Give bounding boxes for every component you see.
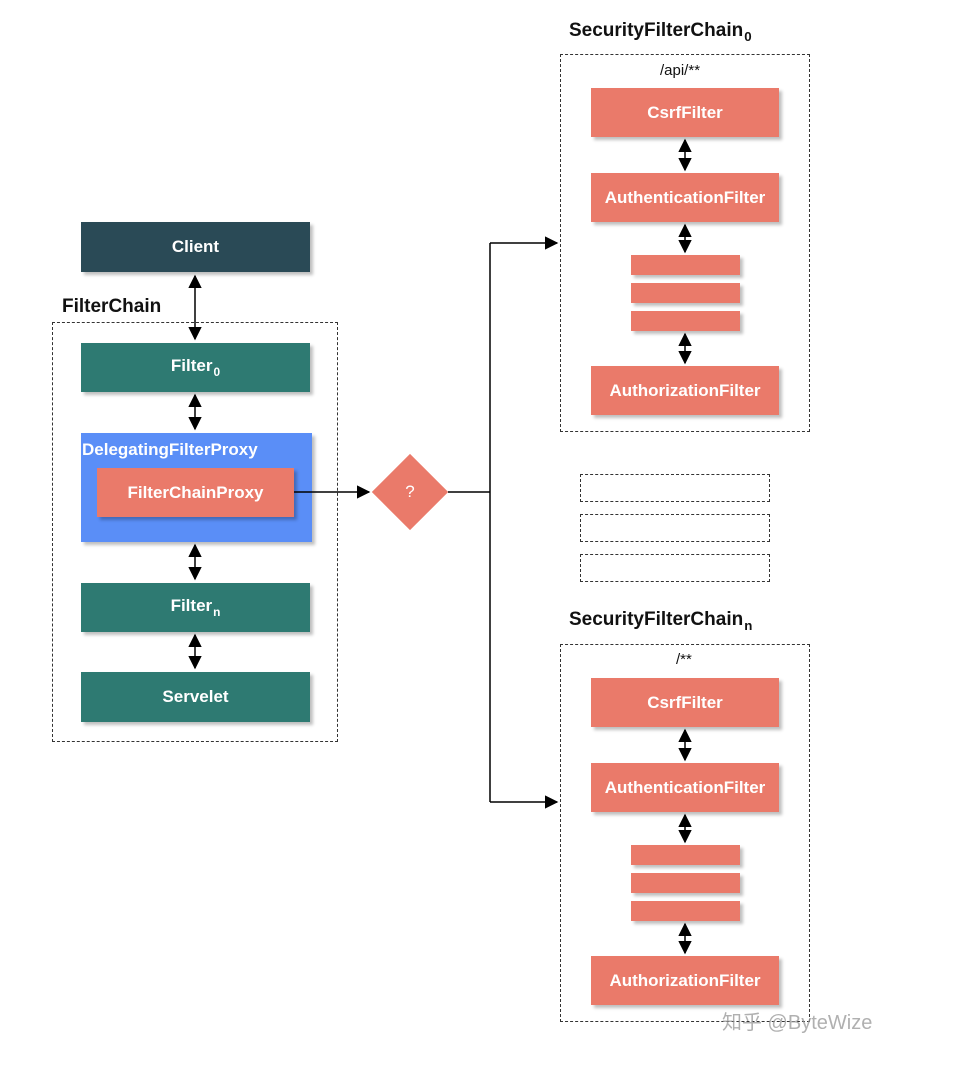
filter-0-box: Filter0 bbox=[81, 343, 310, 392]
decision-diamond: ? bbox=[371, 453, 449, 531]
filter-placeholder-n-c bbox=[631, 901, 740, 921]
authorization-filter-label-n: AuthorizationFilter bbox=[609, 970, 761, 990]
filter-chain-proxy-box: FilterChainProxy bbox=[97, 468, 294, 517]
authentication-filter-box-n: AuthenticationFilter bbox=[591, 763, 779, 812]
csrf-filter-label-0: CsrfFilter bbox=[647, 102, 723, 122]
authorization-filter-box-0: AuthorizationFilter bbox=[591, 366, 779, 415]
watermark: 知乎 @ByteWize bbox=[722, 1012, 873, 1034]
filter-n-box: Filtern bbox=[81, 583, 310, 632]
filter-chain-proxy-label: FilterChainProxy bbox=[127, 482, 264, 502]
filter-placeholder-0-a bbox=[631, 255, 740, 275]
security-chain-0-container bbox=[560, 54, 810, 432]
authentication-filter-label-0: AuthenticationFilter bbox=[604, 187, 766, 207]
filter-placeholder-0-b bbox=[631, 283, 740, 303]
client-box: Client bbox=[81, 222, 310, 272]
filter-placeholder-0-c bbox=[631, 311, 740, 331]
authorization-filter-label-0: AuthorizationFilter bbox=[609, 380, 761, 400]
authentication-filter-box-0: AuthenticationFilter bbox=[591, 173, 779, 222]
security-chain-n-title: SecurityFilterChainn bbox=[569, 609, 753, 633]
filter-placeholder-n-b bbox=[631, 873, 740, 893]
authorization-filter-box-n: AuthorizationFilter bbox=[591, 956, 779, 1005]
security-chain-0-pattern: /api/** bbox=[660, 62, 701, 79]
security-chain-n-pattern: /** bbox=[676, 651, 692, 668]
filter-chain-title: FilterChain bbox=[62, 296, 162, 317]
csrf-filter-box-n: CsrfFilter bbox=[591, 678, 779, 727]
client-label: Client bbox=[171, 237, 220, 256]
security-chain-n-container bbox=[560, 644, 810, 1022]
decision-label: ? bbox=[405, 482, 415, 501]
chain-placeholder-1 bbox=[580, 474, 770, 502]
security-chain-0-title: SecurityFilterChain0 bbox=[569, 20, 752, 44]
servlet-box: Servelet bbox=[81, 672, 310, 722]
authentication-filter-label-n: AuthenticationFilter bbox=[604, 777, 766, 797]
csrf-filter-label-n: CsrfFilter bbox=[647, 692, 723, 712]
csrf-filter-box-0: CsrfFilter bbox=[591, 88, 779, 137]
chain-placeholder-3 bbox=[580, 554, 770, 582]
filter-placeholder-n-a bbox=[631, 845, 740, 865]
servlet-label: Servelet bbox=[162, 687, 229, 706]
filter-n-label: Filtern bbox=[170, 596, 221, 619]
chain-placeholder-2 bbox=[580, 514, 770, 542]
filter-0-label: Filter0 bbox=[170, 356, 221, 379]
delegating-filter-proxy-label: DelegatingFilterProxy bbox=[82, 440, 258, 459]
